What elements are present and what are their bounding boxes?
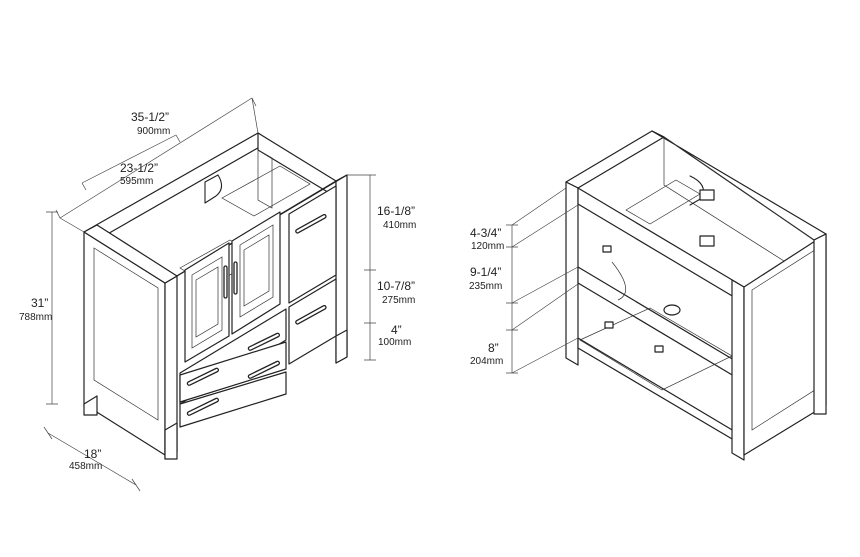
back-view-dimensions: 4-3/4” 120mm 9-1/4” 235mm 8” 204mm: [469, 187, 579, 374]
top-rail-metric: 120mm: [471, 241, 504, 252]
height-dimline: [46, 211, 58, 405]
upper-drawer-metric: 410mm: [383, 220, 416, 231]
left-back-leg: [83, 395, 98, 416]
top-rail-imperial: 4-3/4”: [470, 226, 501, 240]
bottom-shelf-metric: 204mm: [470, 356, 503, 367]
middle-opening-imperial: 9-1/4”: [470, 265, 501, 279]
left-side-inset: [93, 247, 159, 421]
hinge-lower: [699, 235, 715, 247]
basin-curve: [611, 261, 626, 301]
top-back-rail: [83, 132, 271, 241]
overall-width-dimline: [55, 97, 259, 233]
drawer-right-upper-handle: [295, 213, 327, 234]
depth-imperial: 18”: [84, 447, 101, 461]
back-right-leg: [731, 279, 745, 461]
front-view-dimensions: 35-1/2” 900mm 23-1/2” 595mm 31” 788mm 18…: [19, 97, 416, 492]
upper-drawer-imperial: 16-1/8”: [377, 204, 415, 218]
interior-shelf: [221, 165, 311, 217]
drawer-bottom-2-handle: [186, 367, 220, 386]
back-extension-lines: [511, 187, 579, 374]
back-shelf-floor: [579, 307, 733, 391]
cabinet-width-dimline: [81, 134, 181, 191]
interior-side: [257, 149, 273, 209]
back-right-top-rail: [651, 130, 827, 241]
front-left-foot: [164, 422, 178, 460]
drain-hole: [663, 304, 681, 316]
back-interior-shelf: [625, 179, 701, 225]
back-far-leg: [813, 233, 827, 415]
right-drawer-dimlines: [347, 174, 376, 361]
front-view-cabinet: [83, 132, 348, 460]
middle-opening-metric: 235mm: [469, 281, 502, 292]
drawer-bottom-1-handle: [247, 332, 281, 351]
middle-drawer-metric: 275mm: [382, 295, 415, 306]
bracket-right: [654, 345, 664, 353]
overall-width-metric: 900mm: [137, 126, 170, 137]
depth-metric: 458mm: [69, 461, 102, 472]
drawer-bottom-3: [179, 371, 287, 428]
bracket-left: [602, 245, 612, 253]
drawer-bottom-3-handle: [247, 360, 281, 379]
hinge-upper: [699, 189, 715, 201]
drawer-bottom-4-handle: [186, 397, 220, 416]
left-top-rail: [83, 224, 178, 284]
back-top-rail: [565, 130, 665, 189]
door-right-handle: [233, 261, 238, 295]
middle-drawer-imperial: 10-7/8”: [377, 279, 415, 293]
height-imperial: 31”: [31, 296, 48, 310]
cabinet-width-metric: 595mm: [120, 176, 153, 187]
toe-kick-imperial: 4”: [391, 323, 402, 337]
door-left-handle: [223, 265, 228, 299]
door-right-glass: [239, 224, 274, 318]
back-view-cabinet: [565, 130, 827, 461]
drawer-right-lower-handle: [295, 304, 327, 325]
back-dimline-vertical: [506, 224, 518, 374]
height-metric: 788mm: [19, 312, 52, 323]
door-left-glass-inner: [195, 266, 219, 338]
cabinet-width-imperial: 23-1/2”: [120, 161, 158, 175]
toe-kick-metric: 100mm: [378, 337, 411, 348]
drawer-bottom-2: [179, 341, 287, 403]
interior-back-wall: [204, 174, 223, 204]
bottom-shelf-imperial: 8”: [488, 341, 499, 355]
depth-dimline: [43, 426, 141, 492]
right-front-leg: [335, 329, 348, 364]
cabinet-door-left: [184, 242, 230, 363]
overall-width-imperial: 35-1/2”: [131, 110, 169, 124]
bracket-bottom: [604, 321, 614, 329]
back-left-side: [565, 181, 579, 366]
door-right-glass-inner: [243, 234, 270, 307]
door-left-glass: [191, 256, 223, 349]
